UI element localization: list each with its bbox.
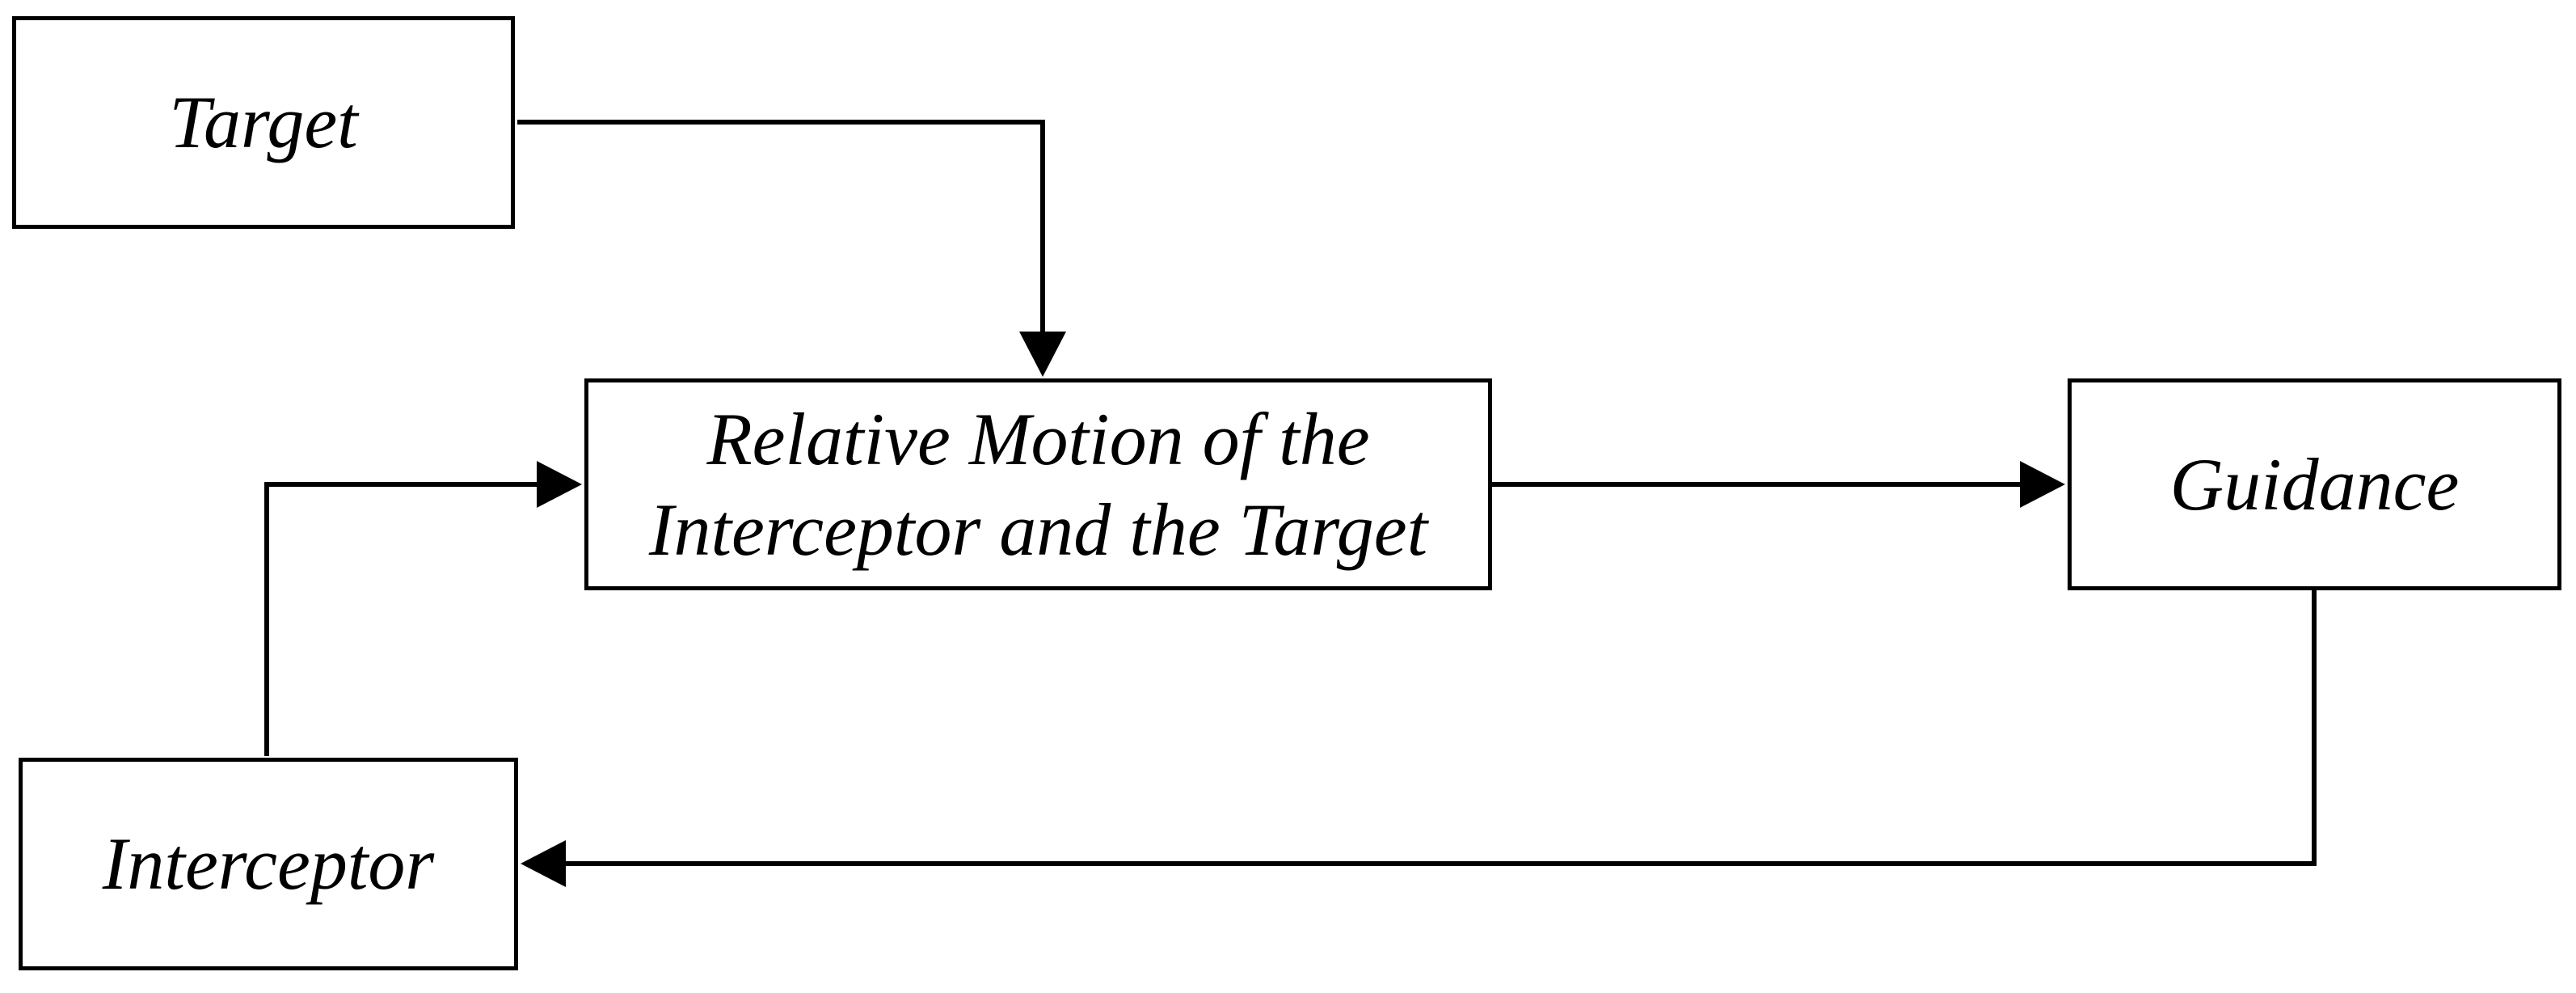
arrow-relative-motion-to-guidance [1492,461,2065,508]
node-interceptor-label: Interceptor [102,822,435,906]
node-relative-motion-label-line2: Interceptor and the Target [648,488,1428,571]
arrow-guidance-to-interceptor [521,590,2317,887]
node-relative-motion: Relative Motion of the Interceptor and t… [584,378,1492,590]
arrow-interceptor-to-relative-motion [264,461,582,756]
node-relative-motion-label-line1: Relative Motion of the [706,397,1370,480]
node-interceptor: Interceptor [19,758,518,970]
node-target: Target [12,16,515,229]
node-guidance-label: Guidance [2169,442,2460,526]
node-guidance: Guidance [2068,378,2561,590]
node-target-label: Target [169,81,358,164]
arrow-target-to-relative-motion [517,120,1066,377]
